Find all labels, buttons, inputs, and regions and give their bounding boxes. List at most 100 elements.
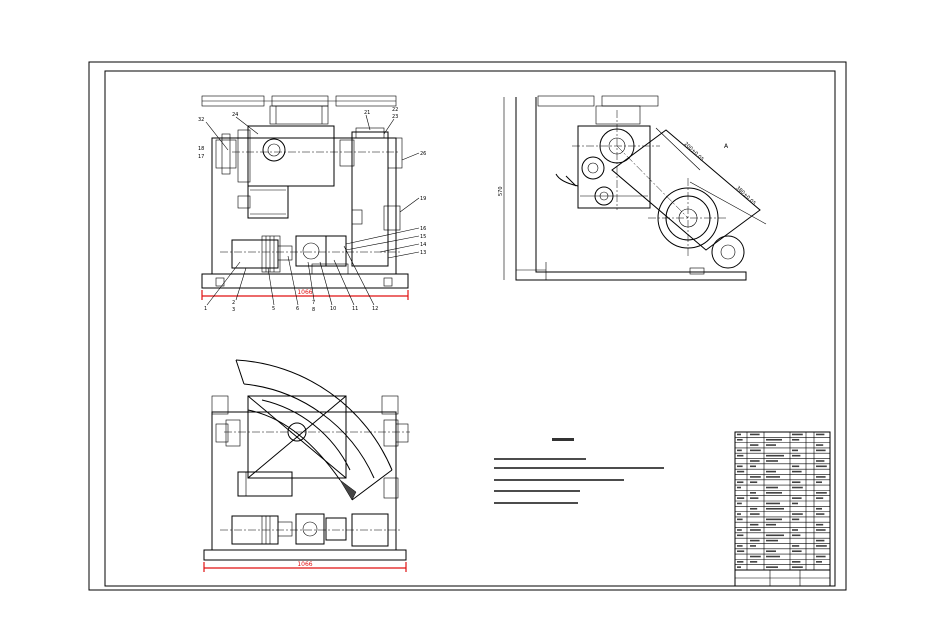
parts-list-cell-mark xyxy=(792,481,801,484)
parts-list-cell-mark xyxy=(750,507,758,510)
parts-list-cell-mark xyxy=(737,518,743,521)
parts-list-cell-mark xyxy=(750,513,760,515)
parts-list-cell-mark xyxy=(766,438,782,441)
parts-list-cell-mark xyxy=(750,492,756,494)
balloon-2: 2 xyxy=(232,300,235,306)
parts-list-cell-mark xyxy=(766,470,776,473)
balloon-11: 11 xyxy=(352,306,358,312)
parts-list-cell-mark xyxy=(792,486,803,489)
parts-list-cell-mark xyxy=(737,465,743,468)
parts-list-cell-mark xyxy=(737,454,744,457)
parts-list-cell-mark xyxy=(816,449,826,452)
parts-list-cell-mark xyxy=(792,433,803,436)
technical-notes xyxy=(494,438,664,504)
balloon-15: 15 xyxy=(420,234,426,240)
parts-list-cell-mark xyxy=(816,492,827,494)
parts-list-cell-mark xyxy=(737,449,742,452)
front-view-dimension: 1066 xyxy=(297,289,312,296)
parts-list-cell-mark xyxy=(816,561,822,563)
parts-list-cell-mark xyxy=(737,566,741,568)
parts-list-cell-mark xyxy=(792,438,800,441)
parts-list-cell-mark xyxy=(737,545,743,547)
top-view: 1066 xyxy=(203,359,410,572)
balloon-21: 21 xyxy=(364,110,370,116)
parts-list-cell-mark xyxy=(792,465,800,468)
parts-list-cell-mark xyxy=(766,476,780,478)
parts-list-cell-mark xyxy=(766,454,784,457)
parts-list-cell-mark xyxy=(737,534,744,537)
parts-list-cell-mark xyxy=(792,566,803,568)
balloon-17: 17 xyxy=(198,154,204,160)
parts-list-cell-mark xyxy=(750,444,759,446)
parts-list-cell-mark xyxy=(750,481,758,484)
parts-list-cell-mark xyxy=(816,545,827,547)
balloon-24: 24 xyxy=(232,112,238,118)
parts-list-cell-mark xyxy=(737,481,744,484)
parts-list-cell-mark xyxy=(750,539,760,542)
parts-list-cell-mark xyxy=(792,550,802,553)
side-view-dimension-b: 380±0.05 xyxy=(735,185,757,207)
parts-list-cell-mark xyxy=(792,534,801,537)
side-view-dimension-vertical: 570 xyxy=(498,186,504,196)
parts-list-cell-mark xyxy=(766,550,776,553)
parts-list-cell-mark xyxy=(766,460,778,462)
balloon-13: 13 xyxy=(420,250,426,256)
balloon-8: 8 xyxy=(312,307,315,313)
outer-border xyxy=(88,61,847,591)
balloon-14: 14 xyxy=(420,242,426,248)
balloon-1: 1 xyxy=(204,306,207,312)
parts-list-cell-mark xyxy=(816,481,822,484)
parts-list-cell-mark xyxy=(792,470,802,473)
parts-list-cell-mark xyxy=(737,502,742,505)
title-block xyxy=(734,431,831,587)
parts-list-cell-mark xyxy=(816,555,826,558)
balloon-16: 16 xyxy=(420,226,426,232)
parts-list-cell-mark xyxy=(750,545,756,547)
parts-list-cell-mark xyxy=(792,502,798,505)
balloon-6: 6 xyxy=(296,306,299,312)
parts-list-cell-mark xyxy=(816,523,824,526)
parts-list-cell-mark xyxy=(792,545,800,547)
parts-list-cell-mark xyxy=(750,523,759,526)
parts-list-cell-mark xyxy=(750,497,759,499)
parts-list-cell-mark xyxy=(750,555,761,558)
balloon-23: 23 xyxy=(392,114,398,120)
parts-list-cell-mark xyxy=(737,433,741,436)
parts-list-cell-mark xyxy=(792,529,798,531)
parts-list-cell-mark xyxy=(816,539,825,542)
parts-list-cell-mark xyxy=(792,449,798,452)
parts-list-cell-mark xyxy=(766,486,778,489)
parts-list-cell-mark xyxy=(792,454,801,457)
parts-list-cell-mark xyxy=(766,523,776,526)
parts-list-cell-mark xyxy=(816,476,826,478)
parts-list-cell-mark xyxy=(816,513,825,515)
balloon-5: 5 xyxy=(272,306,275,312)
parts-list-cell-mark xyxy=(766,502,780,505)
parts-list-cell-mark xyxy=(816,465,827,468)
parts-list-cell-mark xyxy=(792,561,801,563)
parts-list-cell-mark xyxy=(750,529,761,531)
parts-list-cell-mark xyxy=(766,534,784,537)
parts-list-cell-mark xyxy=(737,513,741,515)
parts-list-cell-mark xyxy=(750,460,760,462)
side-view-angle-mark: A xyxy=(724,143,729,150)
inner-border xyxy=(104,70,836,587)
parts-list-cell-mark xyxy=(816,433,825,436)
parts-list-cell-mark xyxy=(792,513,803,515)
parts-list-cell-mark xyxy=(766,555,780,558)
parts-list-cell-mark xyxy=(816,497,824,499)
parts-list-cell-mark xyxy=(766,539,778,542)
balloon-3: 3 xyxy=(232,307,235,313)
parts-list-cell-mark xyxy=(750,465,756,468)
parts-list-cell-mark xyxy=(737,470,745,473)
parts-list-cell-mark xyxy=(766,566,778,568)
parts-list-cell-mark xyxy=(766,518,782,521)
parts-list-cell-mark xyxy=(766,492,782,494)
balloon-22: 22 xyxy=(392,107,398,113)
parts-list-cell-mark xyxy=(750,449,761,452)
balloon-18: 18 xyxy=(198,146,204,152)
parts-list-cell-mark xyxy=(737,486,741,489)
parts-list-cell-mark xyxy=(792,497,802,499)
parts-list-cell-mark xyxy=(750,476,761,478)
